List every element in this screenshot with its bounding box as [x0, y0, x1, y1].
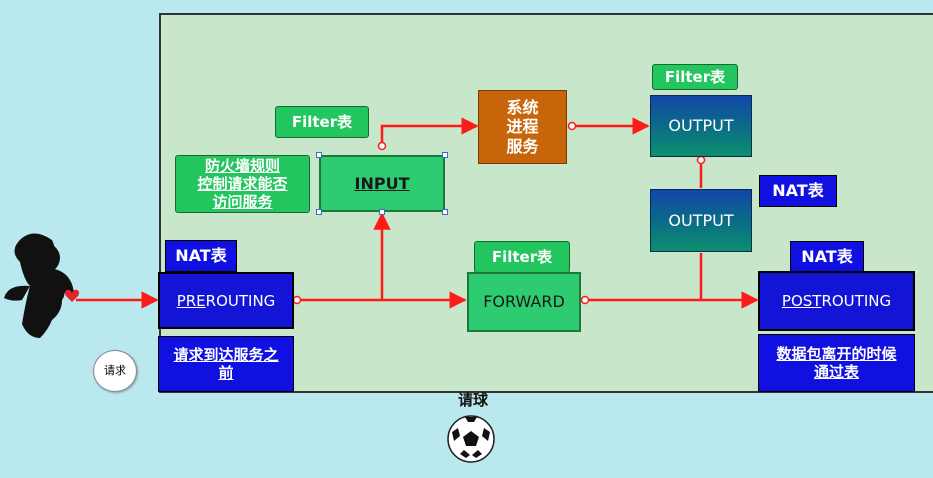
- prerouting-note: 请求到达服务之 前: [158, 336, 294, 392]
- filter-label-input: Filter表: [275, 106, 369, 138]
- output-node-bottom[interactable]: OUTPUT: [650, 189, 752, 252]
- selection-handle[interactable]: [442, 209, 448, 215]
- soccer-ball-icon: [447, 415, 495, 463]
- postrouting-note: 数据包离开的时候 通过表: [758, 334, 915, 392]
- selection-handle[interactable]: [316, 209, 322, 215]
- filter-label-output: Filter表: [652, 64, 738, 90]
- selection-handle[interactable]: [379, 209, 385, 215]
- input-node[interactable]: INPUT: [319, 155, 445, 212]
- filter-label-forward: Filter表: [474, 241, 570, 273]
- nat-label-postrouting: NAT表: [790, 241, 864, 273]
- postrouting-node[interactable]: POSTROUTING: [758, 271, 915, 331]
- prerouting-node[interactable]: PREROUTING: [158, 272, 294, 329]
- forward-node[interactable]: FORWARD: [467, 272, 581, 332]
- heart-icon: [64, 289, 80, 302]
- output-node-top[interactable]: OUTPUT: [650, 95, 752, 157]
- selection-handle[interactable]: [442, 152, 448, 158]
- request-bubble: 请求: [93, 350, 137, 392]
- firewall-note: 防火墙规则 控制请求能否 访问服务: [175, 155, 310, 213]
- nat-label-output: NAT表: [759, 175, 837, 207]
- ball-label: 请球: [457, 391, 488, 409]
- selection-handle[interactable]: [316, 152, 322, 158]
- system-process-node[interactable]: 系统 进程 服务: [478, 90, 567, 164]
- nat-label-prerouting: NAT表: [165, 240, 237, 272]
